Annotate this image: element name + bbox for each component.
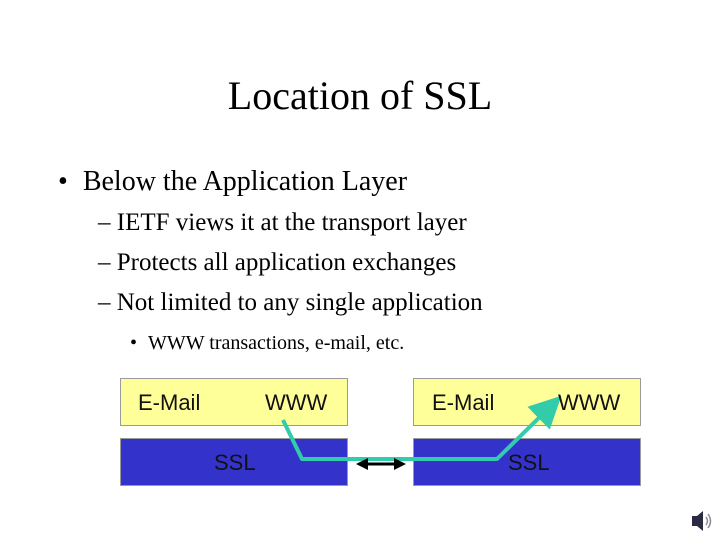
sub-sub-bullet-text: WWW transactions, e-mail, etc. <box>148 332 405 354</box>
right-email-label: E-Mail <box>432 390 495 415</box>
sub-sub-bullet-mark: • <box>130 332 138 354</box>
right-ssl-box <box>413 438 641 486</box>
sub-bullet-protects: – Protects all application exchanges <box>98 249 457 276</box>
exchange-arrow <box>356 458 406 470</box>
sub-bullet-not-limited: – Not limited to any single application <box>98 289 483 316</box>
bullet-mark: • <box>58 166 68 197</box>
bullet-level-1: • Below the Application Layer <box>58 166 407 198</box>
left-ssl-label: SSL <box>214 450 256 475</box>
right-email-box <box>413 378 641 426</box>
sub-bullet-ietf: – IETF views it at the transport layer <box>98 209 467 236</box>
right-www-label: WWW <box>558 390 621 415</box>
left-email-box <box>120 378 348 426</box>
connection-path <box>281 395 562 461</box>
left-ssl-box <box>120 438 348 486</box>
left-www-label: WWW <box>265 390 328 415</box>
speaker-icon[interactable] <box>692 511 712 531</box>
left-email-label: E-Mail <box>138 390 201 415</box>
right-ssl-label: SSL <box>508 450 550 475</box>
bullet-text: Below the Application Layer <box>82 166 408 197</box>
sub-sub-bullet: • WWW transactions, e-mail, etc. <box>130 331 404 355</box>
slide-title: Location of SSL <box>227 73 493 118</box>
